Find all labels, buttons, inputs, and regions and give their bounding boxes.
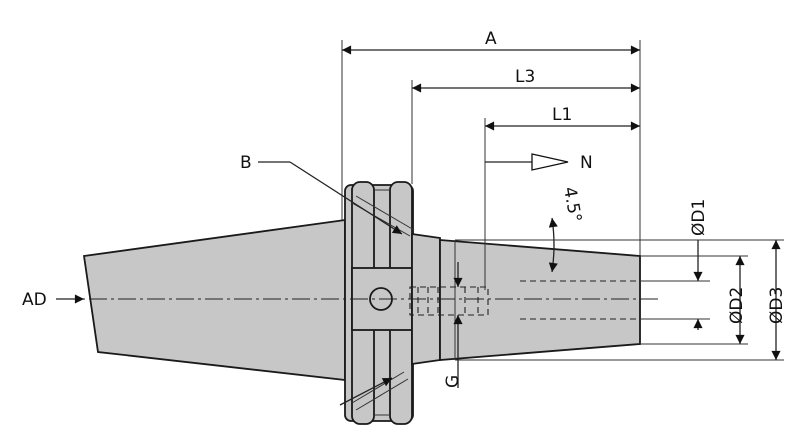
label-ad: AD (22, 290, 47, 310)
label-angle: 4.5° (559, 185, 585, 223)
dimension-d1 (640, 240, 710, 330)
n-arrow (485, 153, 569, 171)
leader-b (258, 161, 403, 235)
dimension-l1 (484, 118, 640, 290)
dimension-a (341, 40, 641, 256)
angle-dimension (548, 217, 558, 273)
set-screw-hidden (409, 286, 489, 316)
dimension-l3 (411, 80, 640, 184)
label-n: N (580, 153, 593, 173)
dimension-d2 (640, 255, 748, 345)
taper-shank (82, 218, 346, 382)
label-d1: ØD1 (689, 199, 709, 236)
flange (344, 181, 415, 425)
label-d2: ØD2 (727, 287, 747, 324)
label-l1: L1 (552, 105, 572, 125)
label-l3: L3 (515, 67, 535, 87)
nose (439, 239, 641, 361)
leader-lower-pin (339, 377, 393, 406)
label-b: B (240, 153, 252, 173)
label-d3: ØD3 (767, 287, 787, 324)
label-a: A (485, 29, 497, 49)
dimension-d3 (455, 239, 784, 361)
label-g: G (443, 375, 463, 388)
